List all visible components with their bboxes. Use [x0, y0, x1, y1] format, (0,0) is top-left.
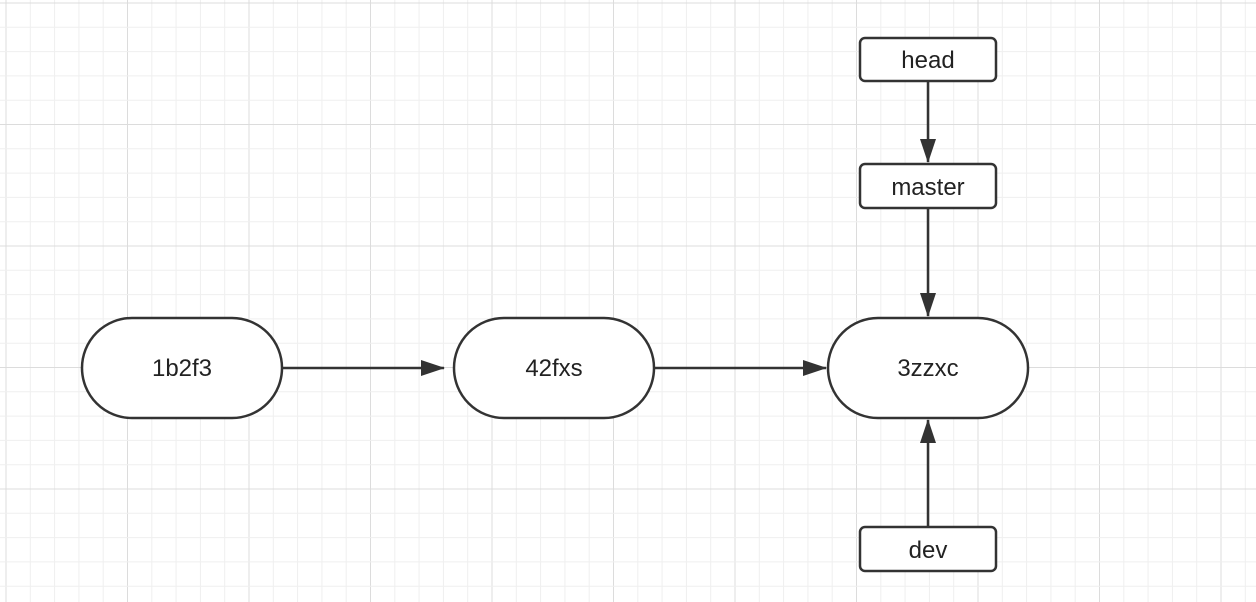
pointer-label: master: [891, 174, 964, 201]
pointer-node-shape: [858, 36, 998, 83]
commit-node-1b2f3[interactable]: 1b2f3: [80, 316, 284, 420]
edge-layer: [283, 81, 936, 526]
commit-label: 1b2f3: [152, 355, 212, 382]
pointer-node-dev[interactable]: dev: [858, 525, 998, 573]
pointer-label: head: [901, 47, 954, 74]
pointer-node-shape: [858, 525, 998, 573]
pointer-node-shape: [858, 162, 998, 210]
pointer-node-head[interactable]: head: [858, 36, 998, 83]
commit-label: 42fxs: [525, 355, 582, 382]
commit-node-shape: [452, 316, 656, 420]
commit-node-3zzxc[interactable]: 3zzxc: [826, 316, 1030, 420]
pointer-label: dev: [909, 537, 948, 564]
pointer-node-master[interactable]: master: [858, 162, 998, 210]
commit-node-shape: [826, 316, 1030, 420]
commit-node-shape: [80, 316, 284, 420]
commit-node-42fxs[interactable]: 42fxs: [452, 316, 656, 420]
commit-label: 3zzxc: [897, 355, 958, 382]
